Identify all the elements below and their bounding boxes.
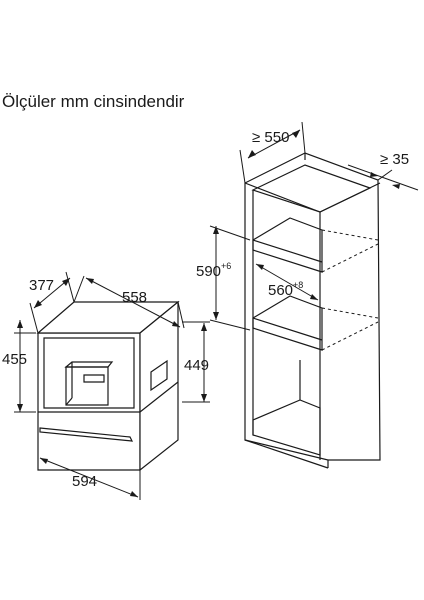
niche-height-tolerance: +6 xyxy=(221,261,232,271)
cabinet-outline xyxy=(245,153,380,468)
units-caption: Ölçüler mm cinsindendir xyxy=(2,92,185,111)
appliance-height-right-label: 449 xyxy=(184,357,210,374)
niche-height-label: 590+6 xyxy=(196,261,232,280)
appliance-width-top-label: 558 xyxy=(122,289,148,306)
appliance-dim-arrows xyxy=(17,278,207,497)
appliance-height-left-label: 455 xyxy=(2,351,28,368)
cabinet-hidden-lines xyxy=(322,230,378,350)
appliance-dim-lines xyxy=(14,272,210,500)
cabinet-dim-arrows xyxy=(213,130,400,320)
niche-height-value: 590 xyxy=(196,263,222,280)
appliance-outline xyxy=(38,302,178,470)
niche-width-label: 560+8 xyxy=(268,280,304,299)
appliance-width-front-label: 594 xyxy=(72,473,98,490)
cabinet-gap-label: ≥ 35 xyxy=(380,151,410,168)
niche-width-value: 560 xyxy=(268,282,294,299)
niche-width-tolerance: +8 xyxy=(293,280,304,290)
cabinet-dim-lines xyxy=(210,122,418,330)
appliance-depth-label: 377 xyxy=(29,277,55,294)
cabinet-depth-label: ≥ 550 xyxy=(252,129,290,146)
